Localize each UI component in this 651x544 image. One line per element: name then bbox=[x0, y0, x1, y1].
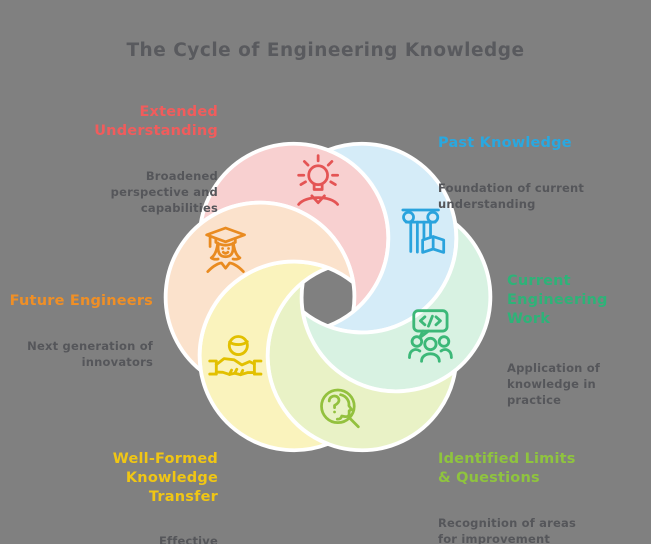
node-description: Next generation of innovators bbox=[27, 339, 153, 369]
node-description: Foundation of current understanding bbox=[438, 181, 585, 211]
sleeve-left bbox=[208, 359, 218, 376]
column-shaft bbox=[409, 220, 432, 254]
node-label: Extended Understanding bbox=[94, 104, 218, 139]
person-right-head bbox=[437, 335, 451, 348]
cap-band bbox=[214, 236, 237, 247]
bulb bbox=[307, 164, 329, 186]
globe-meridian bbox=[228, 340, 249, 347]
team-code-bubble-icon bbox=[408, 309, 453, 363]
question-mark bbox=[327, 394, 341, 414]
node-description: Effective communication of insights bbox=[158, 534, 218, 544]
person-center-head bbox=[423, 336, 438, 352]
mortarboard bbox=[205, 226, 246, 244]
knuckles bbox=[227, 367, 245, 377]
hair bbox=[209, 241, 242, 261]
person-left-body bbox=[408, 348, 422, 359]
collar bbox=[310, 194, 326, 205]
person-center-body bbox=[420, 352, 441, 363]
hands-top bbox=[214, 357, 256, 367]
globe bbox=[227, 335, 249, 357]
bulb-base bbox=[312, 183, 324, 191]
node-well-formed-knowledge-transfer: Well-Formed Knowledge Transfer Effective… bbox=[99, 431, 218, 544]
node-identified-limits-questions: Identified Limits & Questions Recognitio… bbox=[438, 431, 576, 544]
person-right-body bbox=[439, 348, 453, 359]
node-extended-understanding: Extended Understanding Broadened perspec… bbox=[94, 84, 218, 235]
node-label: Current Engineering Work bbox=[507, 273, 608, 327]
magnifier-lens bbox=[320, 388, 356, 425]
shoulders bbox=[297, 196, 340, 206]
bulb-rays bbox=[297, 154, 340, 186]
node-label: Well-Formed Knowledge Transfer bbox=[112, 451, 218, 505]
head-question-magnifier-icon bbox=[320, 388, 360, 429]
node-label: Past Knowledge bbox=[438, 135, 572, 151]
cycle-flower bbox=[163, 127, 493, 467]
code-glyph bbox=[419, 314, 442, 328]
node-current-engineering-work: Current Engineering Work Application of … bbox=[507, 253, 651, 427]
face bbox=[216, 242, 235, 259]
column-book-icon bbox=[401, 208, 446, 254]
idea-person-icon bbox=[297, 154, 340, 206]
node-description: Broadened perspective and capabilities bbox=[110, 169, 218, 215]
magnifier-handle bbox=[348, 416, 360, 429]
node-description: Recognition of areas for improvement bbox=[438, 516, 577, 544]
speech-bubble bbox=[412, 309, 449, 333]
node-future-engineers: Future Engineers Next generation of inno… bbox=[10, 273, 153, 389]
node-label: Future Engineers bbox=[9, 293, 153, 309]
book-right-page bbox=[431, 235, 446, 254]
gown-shoulders bbox=[206, 261, 245, 273]
node-label: Identified Limits & Questions bbox=[438, 451, 576, 486]
diagram-title: The Cycle of Engineering Knowledge bbox=[126, 40, 525, 61]
head-profile bbox=[335, 393, 354, 421]
person-left-head bbox=[410, 335, 424, 348]
book-left-page bbox=[421, 235, 435, 254]
sleeve-right bbox=[252, 359, 263, 376]
smile bbox=[221, 250, 230, 255]
node-past-knowledge: Past Knowledge Foundation of current und… bbox=[438, 115, 584, 231]
node-description: Application of knowledge in practice bbox=[507, 361, 601, 407]
handshake-globe-icon bbox=[208, 335, 263, 377]
graduate-icon bbox=[205, 226, 246, 273]
